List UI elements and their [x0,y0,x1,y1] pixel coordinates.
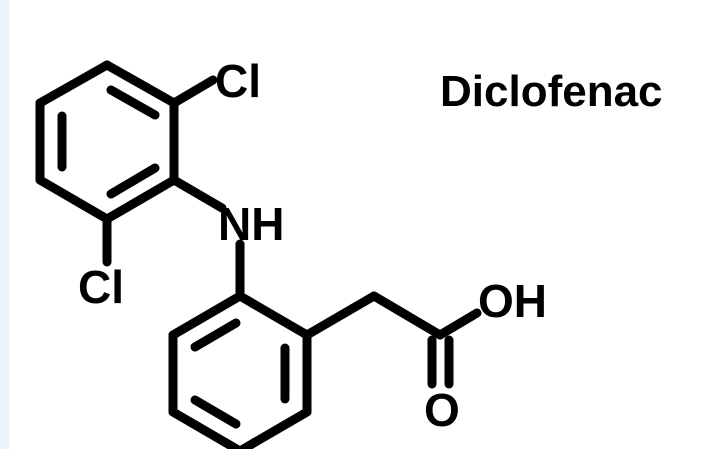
bond-ring1-double-a [106,85,160,120]
bond-ring2-c [235,407,312,449]
bond-ring1-d [35,175,112,224]
bond-ring2-ch2 [302,291,379,340]
bond-ring2-f [168,291,245,340]
atom-oh: OH [478,275,547,327]
bond-ring2-double-a [190,318,241,352]
compound-name: Diclofenac [440,67,663,116]
atom-o: O [424,384,460,436]
bond-ring1-double-b [106,163,160,199]
bond-ring1-a [102,60,179,108]
atom-nh: NH [218,198,284,250]
bond-c-nh [169,175,227,213]
bond-ring2-d [168,407,245,449]
bond-c-oh [435,308,482,340]
bond-ch2-cooh [369,291,445,340]
atom-cl-bottom: Cl [78,261,124,313]
bond-ring2-a [235,291,312,340]
bond-ring2-double-c [190,395,241,429]
atom-cl-top: Cl [215,55,261,107]
left-edge-strip [0,0,9,449]
dichlorophenyl-ring [35,60,179,224]
phenyl-ring [168,291,312,449]
bond-ring1-c [102,175,179,224]
bond-c-cl-top [169,75,218,108]
bond-ring1-f [35,60,112,108]
